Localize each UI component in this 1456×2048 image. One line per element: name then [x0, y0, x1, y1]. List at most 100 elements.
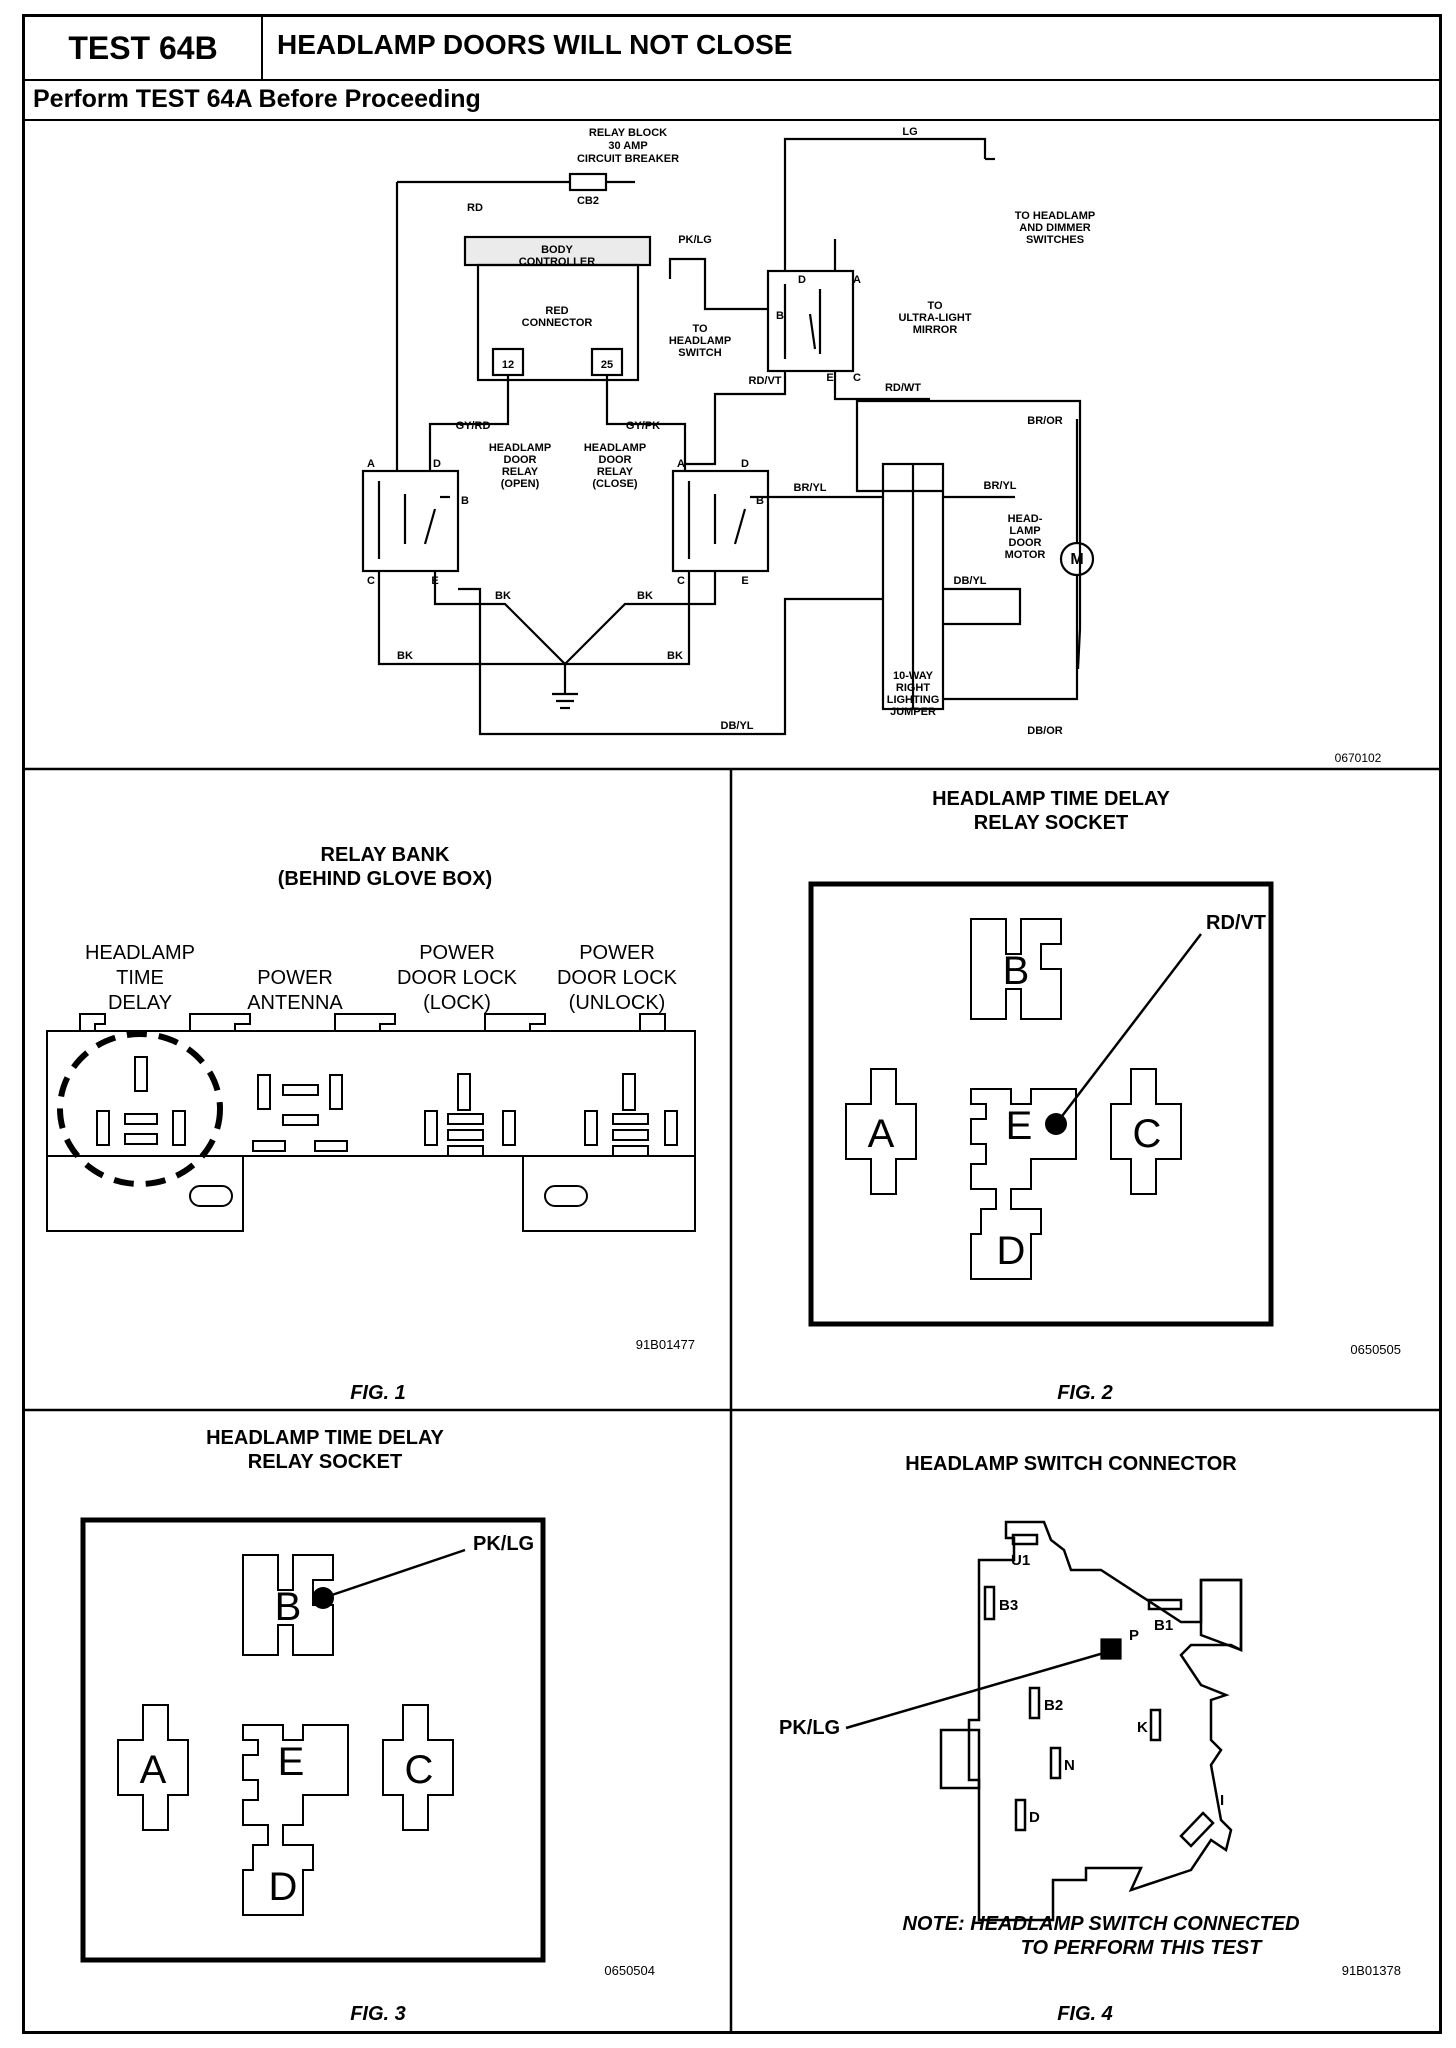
fig2-pin-e: E	[1006, 1104, 1033, 1148]
to-ultra-2: ULTRA-LIGHT	[898, 312, 971, 324]
to-headlamp-dimmer-1: TO HEADLAMP	[1015, 210, 1095, 222]
pin-c1: C	[853, 372, 861, 384]
pin-c3: C	[677, 575, 685, 587]
wire-pk-lg-label: PK/LG	[678, 234, 712, 246]
fig4-note-2: TO PERFORM THIS TEST	[1021, 1937, 1264, 1959]
pin-a3: A	[677, 458, 685, 470]
fig3-pin-b: B	[275, 1585, 302, 1629]
fig1-headlamp-1: HEADLAMP	[85, 942, 195, 964]
fig2-ref: 0650505	[1350, 1342, 1401, 1357]
test-page: TEST 64B HEADLAMP DOORS WILL NOT CLOSE P…	[22, 14, 1442, 2034]
pin-e1: E	[826, 372, 833, 384]
fig2-pin-c: C	[1133, 1112, 1162, 1156]
figure-grid	[25, 767, 1439, 2031]
wire-db-or-label: DB/OR	[1027, 725, 1063, 737]
fig2-pin-d: D	[997, 1229, 1026, 1273]
pin-b2: B	[461, 495, 469, 507]
page-subtitle: Perform TEST 64A Before Proceeding	[33, 85, 481, 113]
close-relay-3: RELAY	[597, 466, 634, 478]
fig1-lock-3: (LOCK)	[423, 992, 491, 1014]
pin-e2: E	[431, 575, 438, 587]
motor-label-2: LAMP	[1009, 525, 1040, 537]
fig1-unlock-1: POWER	[579, 942, 655, 964]
jumper-label-3: LIGHTING	[887, 694, 940, 706]
pin-b1: B	[776, 310, 784, 322]
pin-a1: A	[853, 274, 861, 286]
red-connector-1: RED	[545, 305, 568, 317]
wire-db-yl-label-1: DB/YL	[954, 575, 987, 587]
open-relay-2: DOOR	[504, 454, 537, 466]
fig3-relay-socket: HEADLAMP TIME DELAY RELAY SOCKET B A C E…	[80, 1427, 655, 2025]
motor-m: M	[1070, 551, 1083, 568]
pin-e3: E	[741, 575, 748, 587]
close-relay-1: HEADLAMP	[584, 442, 646, 454]
fig3-title-2: RELAY SOCKET	[248, 1451, 402, 1473]
wiring-schematic: RELAY BLOCK 30 AMP CIRCUIT BREAKER CB2 R…	[361, 126, 1382, 765]
fig1-lock-2: DOOR LOCK	[397, 967, 518, 989]
jumper-label-4: JUMPER	[890, 706, 936, 718]
fig1-unlock-2: DOOR LOCK	[557, 967, 678, 989]
open-relay-3: RELAY	[502, 466, 539, 478]
to-headlamp-dimmer-3: SWITCHES	[1026, 234, 1084, 246]
motor-label-1: HEAD-	[1008, 513, 1043, 525]
wire-br-yl-label-1: BR/YL	[794, 482, 827, 494]
fig3-callout: PK/LG	[473, 1533, 534, 1555]
jumper-label-1: 10-WAY	[893, 670, 934, 682]
pin-25-label: 25	[601, 359, 613, 371]
fig1-relay-bank: RELAY BANK (BEHIND GLOVE BOX) HEADLAMP T…	[46, 844, 696, 1404]
to-headlamp-dimmer-2: AND DIMMER	[1019, 222, 1091, 234]
subtitle-row: Perform TEST 64A Before Proceeding	[25, 79, 1439, 121]
to-ultra-1: TO	[927, 300, 943, 312]
wire-gy-pk-label: GY/PK	[626, 420, 660, 432]
fig1-antenna-2: ANTENNA	[247, 992, 343, 1014]
close-relay-2: DOOR	[599, 454, 632, 466]
fig4-switch-connector: HEADLAMP SWITCH CONNECTOR U1 B3 B1 P B2 …	[779, 1453, 1401, 2025]
fig1-antenna-1: POWER	[257, 967, 333, 989]
fig1-headlamp-2: TIME	[116, 967, 164, 989]
fig4-pin-p-marker	[1100, 1638, 1122, 1660]
close-relay-4: (CLOSE)	[592, 478, 638, 490]
fig1-unlock-3: (UNLOCK)	[569, 992, 666, 1014]
jumper-label-2: RIGHT	[896, 682, 931, 694]
fig4-pin-n: N	[1064, 1757, 1075, 1774]
pin-d2: D	[433, 458, 441, 470]
fig3-pin-c: C	[405, 1748, 434, 1792]
fig4-caption: FIG. 4	[1057, 2003, 1113, 2025]
fig2-title-2: RELAY SOCKET	[974, 812, 1128, 834]
pin-a2: A	[367, 458, 375, 470]
test-id: TEST 64B	[25, 17, 263, 79]
wire-rd-vt-label: RD/VT	[749, 375, 782, 387]
schematic-ref: 0670102	[1335, 751, 1382, 765]
wire-bk-label-3: BK	[397, 650, 413, 662]
wire-bk-label-4: BK	[667, 650, 683, 662]
fig4-pin-b1: B1	[1154, 1617, 1173, 1634]
body-controller-1: BODY	[541, 244, 573, 256]
red-connector-2: CONNECTOR	[522, 317, 593, 329]
relay-block-amp: 30 AMP	[608, 140, 647, 152]
wire-lg-label: LG	[902, 126, 917, 138]
wire-db-yl-label-2: DB/YL	[721, 720, 754, 732]
relay-block-label: RELAY BLOCK	[589, 127, 667, 139]
pin-d1: D	[798, 274, 806, 286]
fig4-pin-d: D	[1029, 1809, 1040, 1826]
fig1-headlamp-3: DELAY	[108, 992, 172, 1014]
fig3-caption: FIG. 3	[350, 2003, 406, 2025]
pin-12-label: 12	[502, 359, 514, 371]
fig3-pin-d: D	[269, 1865, 298, 1909]
fig2-callout: RD/VT	[1206, 912, 1266, 934]
body-controller-2: CONTROLLER	[519, 256, 595, 268]
fig2-pin-a: A	[868, 1112, 895, 1156]
pin-b3: B	[756, 495, 764, 507]
to-headlamp-switch-3: SWITCH	[678, 347, 721, 359]
fig4-ref: 91B01378	[1342, 1963, 1401, 1978]
fig3-title-1: HEADLAMP TIME DELAY	[206, 1427, 444, 1449]
fig4-note-1: NOTE: HEADLAMP SWITCH CONNECTED	[902, 1913, 1299, 1935]
fig2-relay-socket: HEADLAMP TIME DELAY RELAY SOCKET B A C E…	[808, 788, 1401, 1404]
fig1-ref: 91B01477	[636, 1337, 695, 1352]
fig4-pin-u1: U1	[1011, 1552, 1030, 1569]
wire-gy-rd-label: GY/RD	[456, 420, 491, 432]
fig2-title-1: HEADLAMP TIME DELAY	[932, 788, 1170, 810]
to-headlamp-switch-2: HEADLAMP	[669, 335, 731, 347]
to-ultra-3: MIRROR	[913, 324, 958, 336]
cb2-label: CB2	[577, 195, 599, 207]
